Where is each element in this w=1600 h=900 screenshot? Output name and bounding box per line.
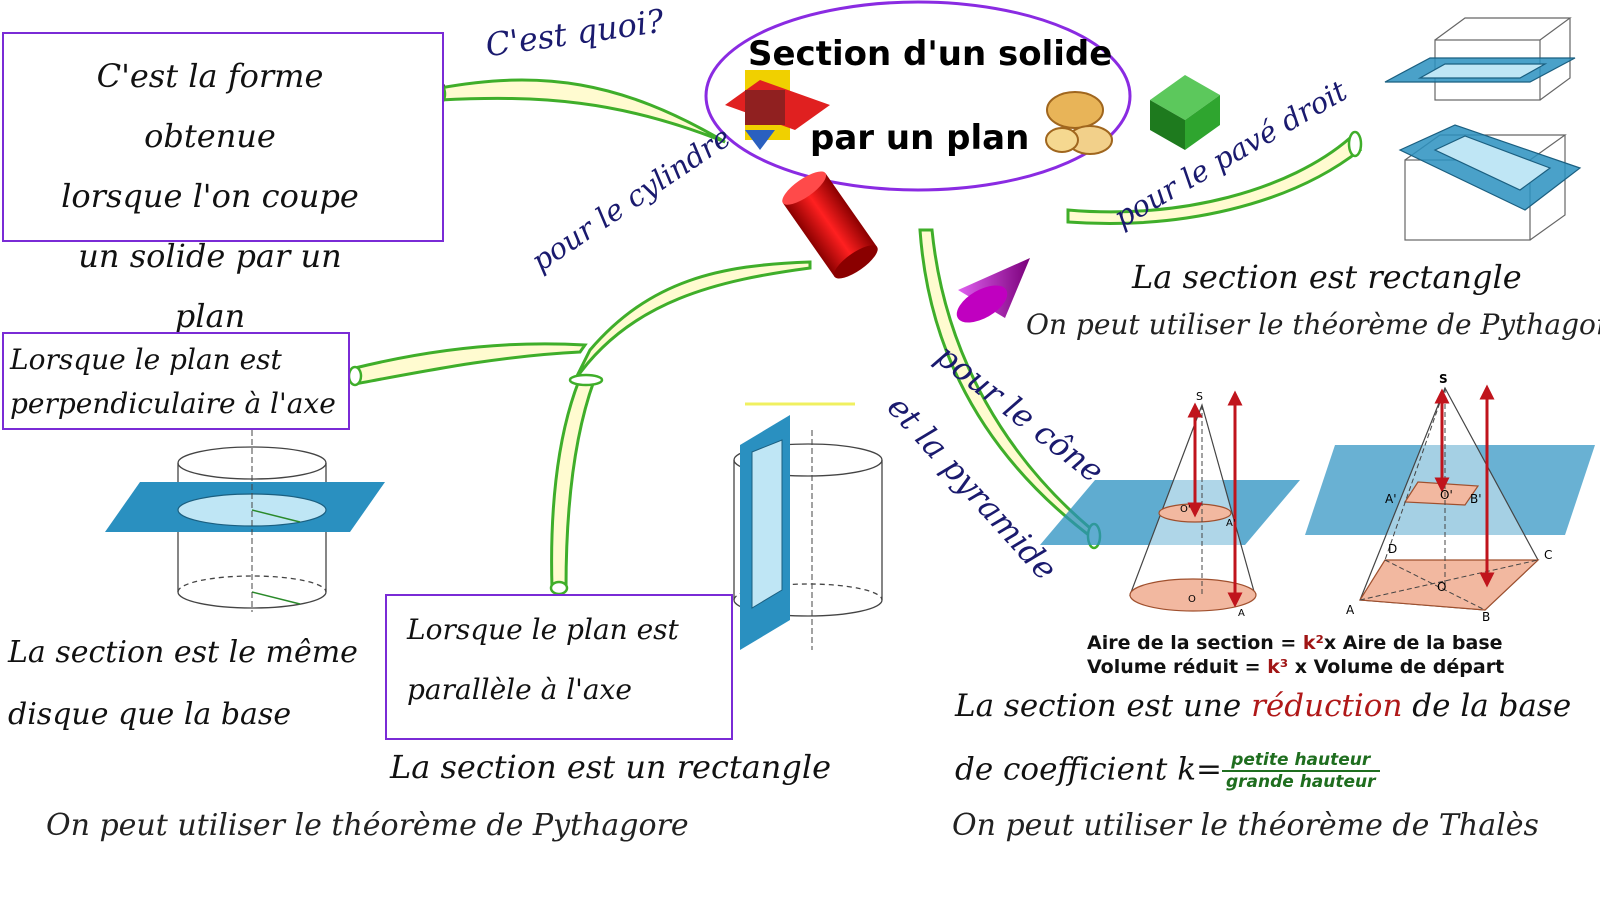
parallel-line: Lorsque le plan est — [407, 600, 679, 660]
cylinder-parallel-figure — [734, 404, 882, 650]
formula-volume-post: x Volume de départ — [1288, 656, 1504, 678]
parallel-theorem: On peut utiliser le théorème de Pythagor… — [46, 808, 689, 843]
pave-theorem: On peut utiliser le théorème de Pythagor… — [1026, 308, 1600, 341]
formula-volume-pre: Volume réduit = — [1087, 656, 1267, 678]
definition-line: lorsque l'on coupe — [40, 166, 380, 226]
perpendicular-result-line: La section est le même — [8, 622, 358, 684]
pyramid-label-c: C — [1544, 548, 1552, 562]
green-cube-icon — [1150, 75, 1220, 150]
frac-numerator: petite hauteur — [1222, 750, 1380, 772]
pyramid-label-apex: S — [1439, 372, 1448, 386]
cone-label-base-edge: A — [1238, 608, 1245, 619]
pave-result: La section est rectangle — [1132, 258, 1522, 296]
pyramid-label-o: O — [1437, 580, 1446, 594]
branch-to-cylinder — [575, 262, 810, 380]
branch-cylinder-perpendicular — [349, 344, 585, 385]
definition-line: C'est la forme obtenue — [40, 46, 380, 166]
cone-label-section-edge: A' — [1226, 518, 1236, 529]
cone-result-post: de la base — [1402, 688, 1571, 724]
coef-label: de coefficient k= — [955, 752, 1222, 788]
pyramid-label-b1: B' — [1470, 492, 1482, 506]
cone-result: La section est une réduction de la base — [955, 688, 1571, 724]
cone-result-pre: La section est une — [955, 688, 1251, 724]
pyramid-label-a: A — [1346, 603, 1354, 617]
cone-theorem: On peut utiliser le théorème de Thalès — [952, 808, 1539, 843]
pyramid-label-d: D — [1388, 542, 1397, 556]
pyramid-label-a1: A' — [1385, 492, 1397, 506]
formula-area-post: x Aire de la base — [1324, 632, 1503, 654]
definition-line: un solide par un plan — [40, 226, 380, 346]
purple-cone-icon — [951, 258, 1030, 330]
formula-volume-k: k³ — [1267, 656, 1288, 678]
formula-area-k: k² — [1303, 632, 1324, 654]
cylinder-perpendicular-figure — [105, 430, 385, 612]
bread-icon — [1046, 92, 1112, 154]
title-line-1: Section d'un solide — [748, 34, 1112, 74]
formula-volume: Volume réduit = k³ x Volume de départ — [1087, 656, 1504, 678]
pyramid-label-o1: O' — [1440, 488, 1453, 502]
cone-label-base-center: O — [1188, 594, 1196, 605]
formula-area: Aire de la section = k²x Aire de la base — [1087, 632, 1503, 654]
cone-label-apex: S — [1196, 390, 1203, 403]
cone-figure — [1040, 398, 1300, 611]
perpendicular-result: La section est le même disque que la bas… — [8, 622, 358, 746]
branch-cylinder-parallel — [551, 375, 602, 594]
title-line-2: par un plan — [810, 118, 1029, 158]
pave-figure-bottom — [1400, 125, 1580, 240]
cone-label-section-center: O' — [1180, 504, 1191, 515]
perpendicular-result-line: disque que la base — [8, 684, 358, 746]
definition-box: C'est la forme obtenue lorsque l'on coup… — [2, 32, 444, 242]
parallel-line: parallèle à l'axe — [407, 660, 679, 720]
frac-denominator: grande hauteur — [1222, 772, 1380, 792]
branch-to-definition — [435, 80, 725, 142]
pave-figure-top — [1385, 18, 1575, 100]
cone-result-highlight: réduction — [1251, 688, 1402, 724]
perpendicular-line: Lorsque le plan est — [10, 338, 336, 382]
parallel-result: La section est un rectangle — [390, 748, 831, 786]
formula-area-pre: Aire de la section = — [1087, 632, 1303, 654]
pyramid-label-b: B — [1482, 610, 1490, 624]
perpendicular-line: perpendiculaire à l'axe — [10, 382, 336, 426]
cylinder-parallel-box: Lorsque le plan est parallèle à l'axe — [385, 594, 733, 740]
cylinder-perpendicular-box: Lorsque le plan est perpendiculaire à l'… — [2, 332, 350, 430]
